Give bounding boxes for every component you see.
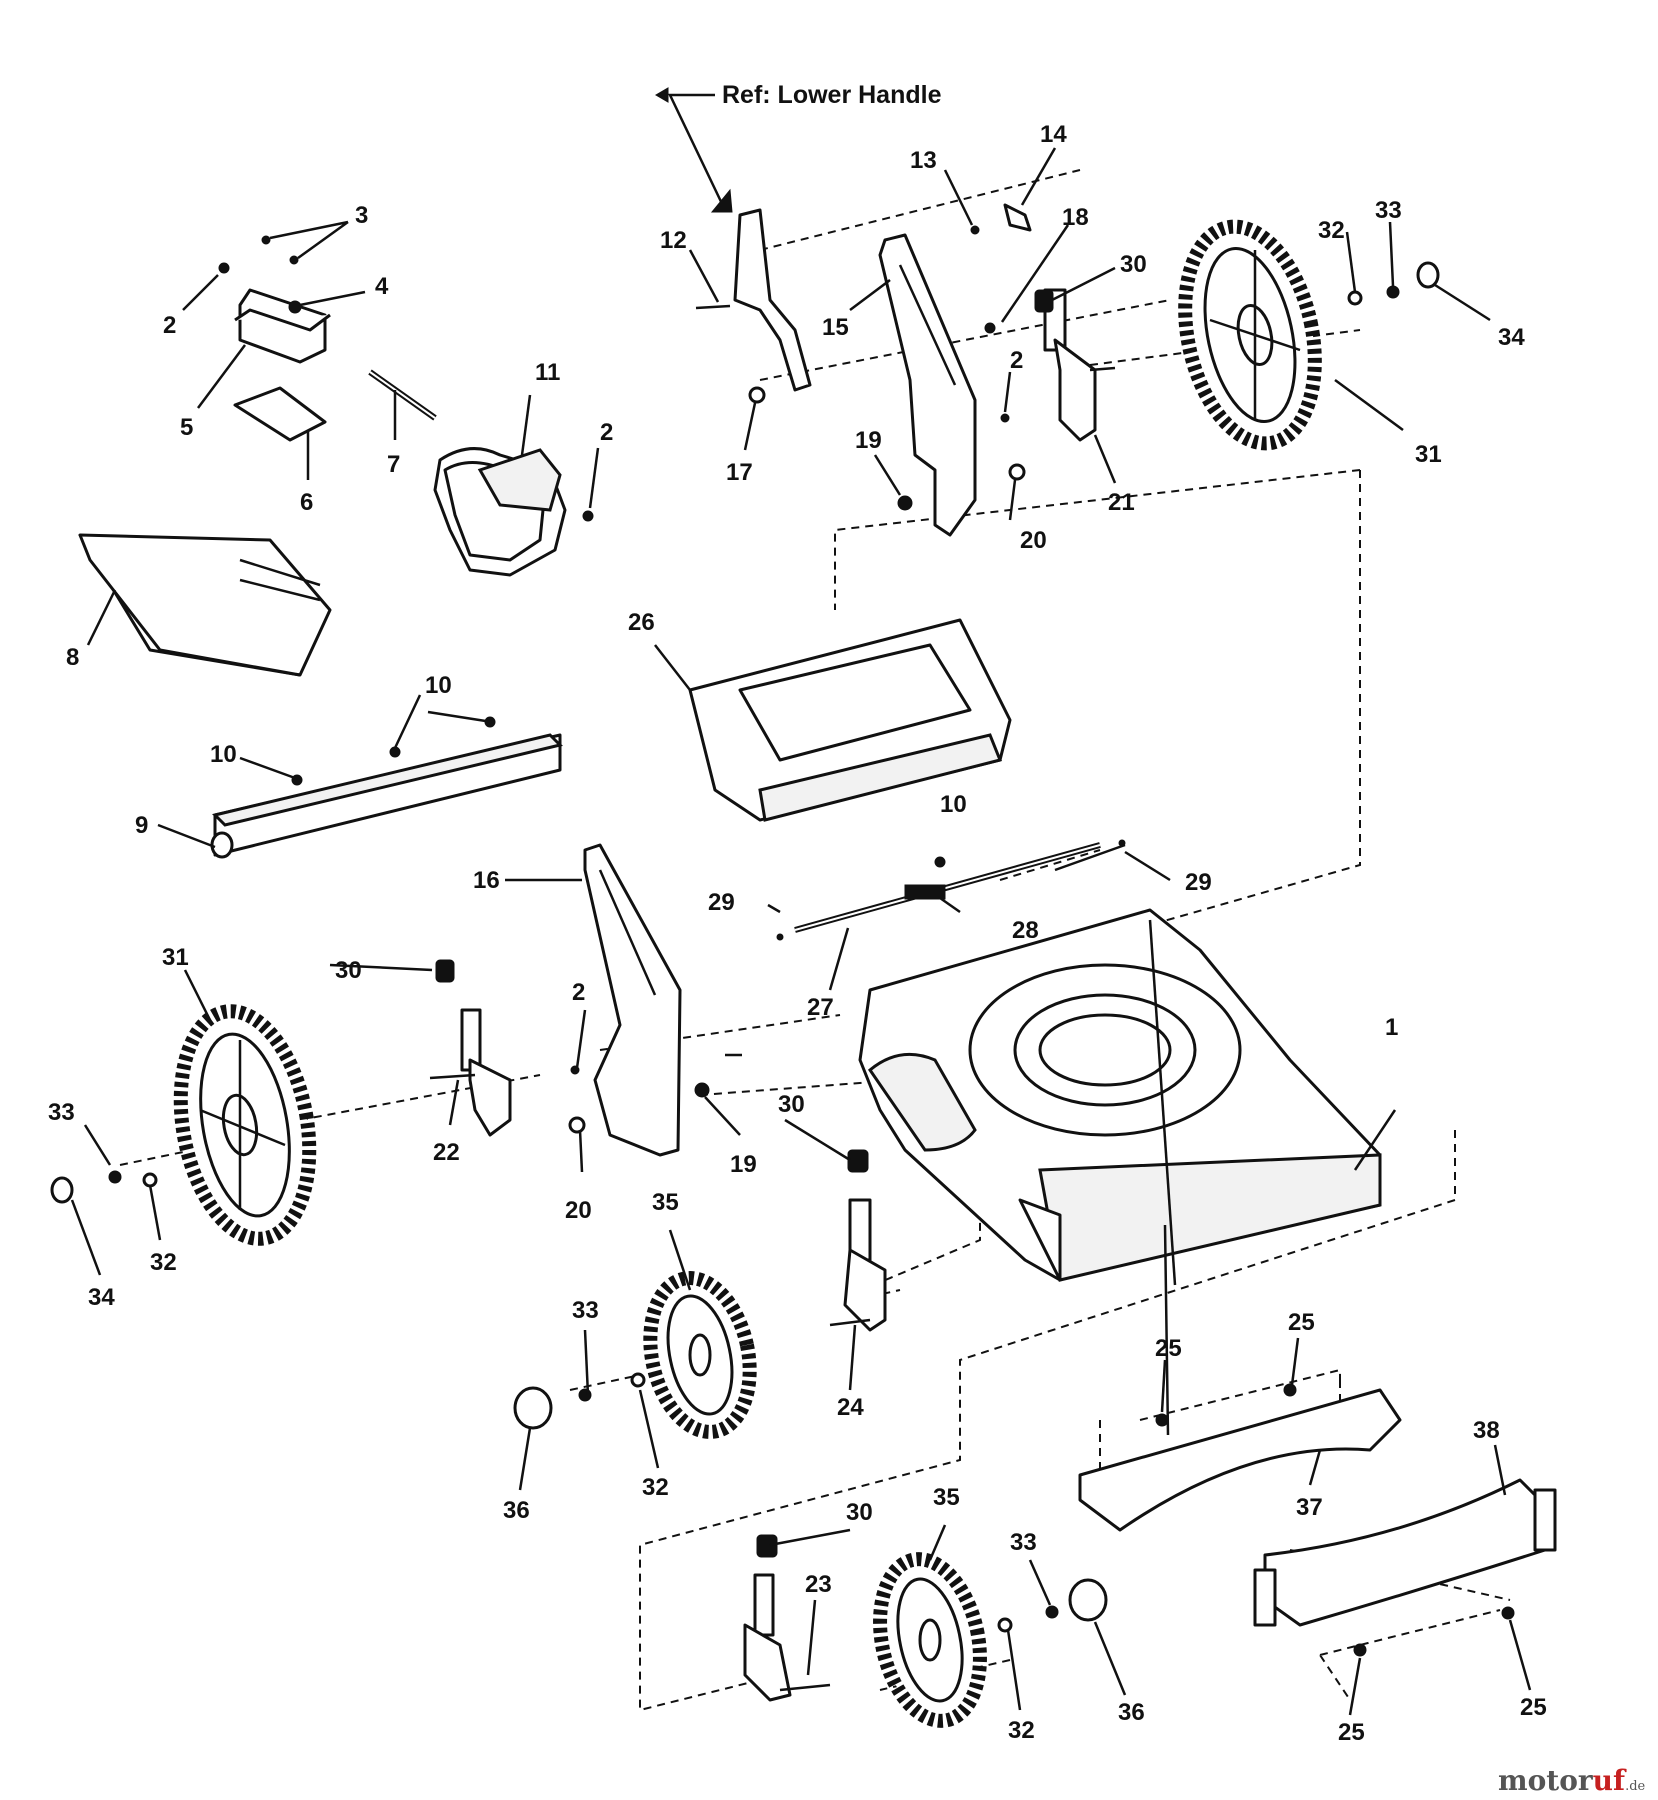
- reference-arrow: [655, 87, 733, 213]
- callout-16: 16: [473, 867, 500, 894]
- callout-4: 4: [375, 273, 389, 300]
- callout-31: 31: [1415, 441, 1442, 468]
- hinge-bar-part: [210, 733, 563, 859]
- callout-14: 14: [1040, 121, 1067, 148]
- callout-34: 34: [1498, 324, 1525, 351]
- callout-2: 2: [1010, 347, 1023, 374]
- callout-10: 10: [940, 791, 967, 818]
- callout-5: 5: [180, 414, 193, 441]
- wheel-31-right-part: [1178, 219, 1322, 451]
- lower-handle-part: [733, 208, 812, 392]
- callout-30: 30: [778, 1091, 805, 1118]
- callout-2: 2: [600, 419, 613, 446]
- svg-text:motoruf.de: motoruf.de: [1498, 1764, 1646, 1797]
- callout-26: 26: [628, 609, 655, 636]
- grip-parts: [435, 289, 1054, 1558]
- callout-33: 33: [1375, 197, 1402, 224]
- callout-33: 33: [572, 1297, 599, 1324]
- callout-12: 12: [660, 227, 687, 254]
- leader-lines: [70, 147, 1532, 1716]
- callout-25: 25: [1520, 1694, 1547, 1721]
- callout-24: 24: [837, 1394, 864, 1421]
- callout-27: 27: [807, 994, 834, 1021]
- callout-32: 32: [1008, 1717, 1035, 1744]
- callout-37: 37: [1296, 1494, 1323, 1521]
- height-bracket-left-part: [583, 843, 682, 1157]
- callout-15: 15: [822, 314, 849, 341]
- callout-25: 25: [1155, 1335, 1182, 1362]
- callout-25: 25: [1288, 1309, 1315, 1336]
- watermark-logo: motoruf.de: [1498, 1764, 1646, 1797]
- callout-30: 30: [846, 1499, 873, 1526]
- callout-9: 9: [135, 812, 148, 839]
- wheel-35-mid-part: [643, 1271, 757, 1439]
- callout-7: 7: [387, 451, 400, 478]
- skirt-38-part: [1253, 1478, 1557, 1627]
- callout-35: 35: [652, 1189, 679, 1216]
- callout-2: 2: [572, 979, 585, 1006]
- callout-2: 2: [163, 312, 176, 339]
- wheel-35-bottom-part: [873, 1552, 987, 1728]
- callout-22: 22: [433, 1139, 460, 1166]
- callout-31: 31: [162, 944, 189, 971]
- ref-lower-handle-label: Ref: Lower Handle: [722, 81, 942, 109]
- callout-29: 29: [708, 889, 735, 916]
- callout-labels: 1 2 2 2 2 3 4 5 6 7 8 9 10 10 10 11 12 1…: [48, 121, 1547, 1746]
- rod-part: [368, 369, 437, 421]
- callout-23: 23: [805, 1571, 832, 1598]
- callout-36: 36: [1118, 1699, 1145, 1726]
- callout-8: 8: [66, 644, 79, 671]
- callout-29: 29: [1185, 869, 1212, 896]
- wheel-31-left-part: [173, 1004, 317, 1246]
- callout-17: 17: [726, 459, 753, 486]
- callout-3: 3: [355, 202, 368, 229]
- cover-26-part: [688, 618, 1012, 822]
- callout-32: 32: [642, 1474, 669, 1501]
- callout-32: 32: [150, 1249, 177, 1276]
- discharge-chute-part: [433, 447, 567, 577]
- adjuster-24-part: [829, 1198, 887, 1332]
- callout-11: 11: [535, 359, 560, 386]
- callout-19: 19: [730, 1151, 757, 1178]
- callout-10: 10: [425, 672, 452, 699]
- callout-20: 20: [1020, 527, 1047, 554]
- skirt-37-part: [1078, 1388, 1402, 1532]
- callout-30: 30: [1120, 251, 1147, 278]
- callout-34: 34: [88, 1284, 115, 1311]
- callout-28: 28: [1012, 917, 1039, 944]
- hardware-parts: [108, 203, 1515, 1657]
- adjuster-23-part: [743, 1573, 831, 1702]
- callout-32: 32: [1318, 217, 1345, 244]
- cap-parts: [50, 261, 1440, 1622]
- height-bracket-right-part: [878, 233, 977, 537]
- callout-19: 19: [855, 427, 882, 454]
- deflector-part: [78, 533, 332, 677]
- callout-33: 33: [48, 1099, 75, 1126]
- callout-20: 20: [565, 1197, 592, 1224]
- callout-25: 25: [1338, 1719, 1365, 1746]
- plate-part: [233, 386, 327, 442]
- callout-1: 1: [1385, 1014, 1398, 1041]
- callout-10: 10: [210, 741, 237, 768]
- deck-part: [858, 908, 1382, 1282]
- callout-13: 13: [910, 147, 937, 174]
- axle-27-part: [794, 842, 1101, 933]
- callout-6: 6: [300, 489, 313, 516]
- callout-30: 30: [335, 957, 362, 984]
- callout-36: 36: [503, 1497, 530, 1524]
- callout-35: 35: [933, 1484, 960, 1511]
- callout-33: 33: [1010, 1529, 1037, 1556]
- callout-18: 18: [1062, 204, 1089, 231]
- callout-38: 38: [1473, 1417, 1500, 1444]
- adjuster-22-part: [429, 1008, 512, 1137]
- bracket-part: [234, 288, 331, 364]
- callout-21: 21: [1108, 489, 1135, 516]
